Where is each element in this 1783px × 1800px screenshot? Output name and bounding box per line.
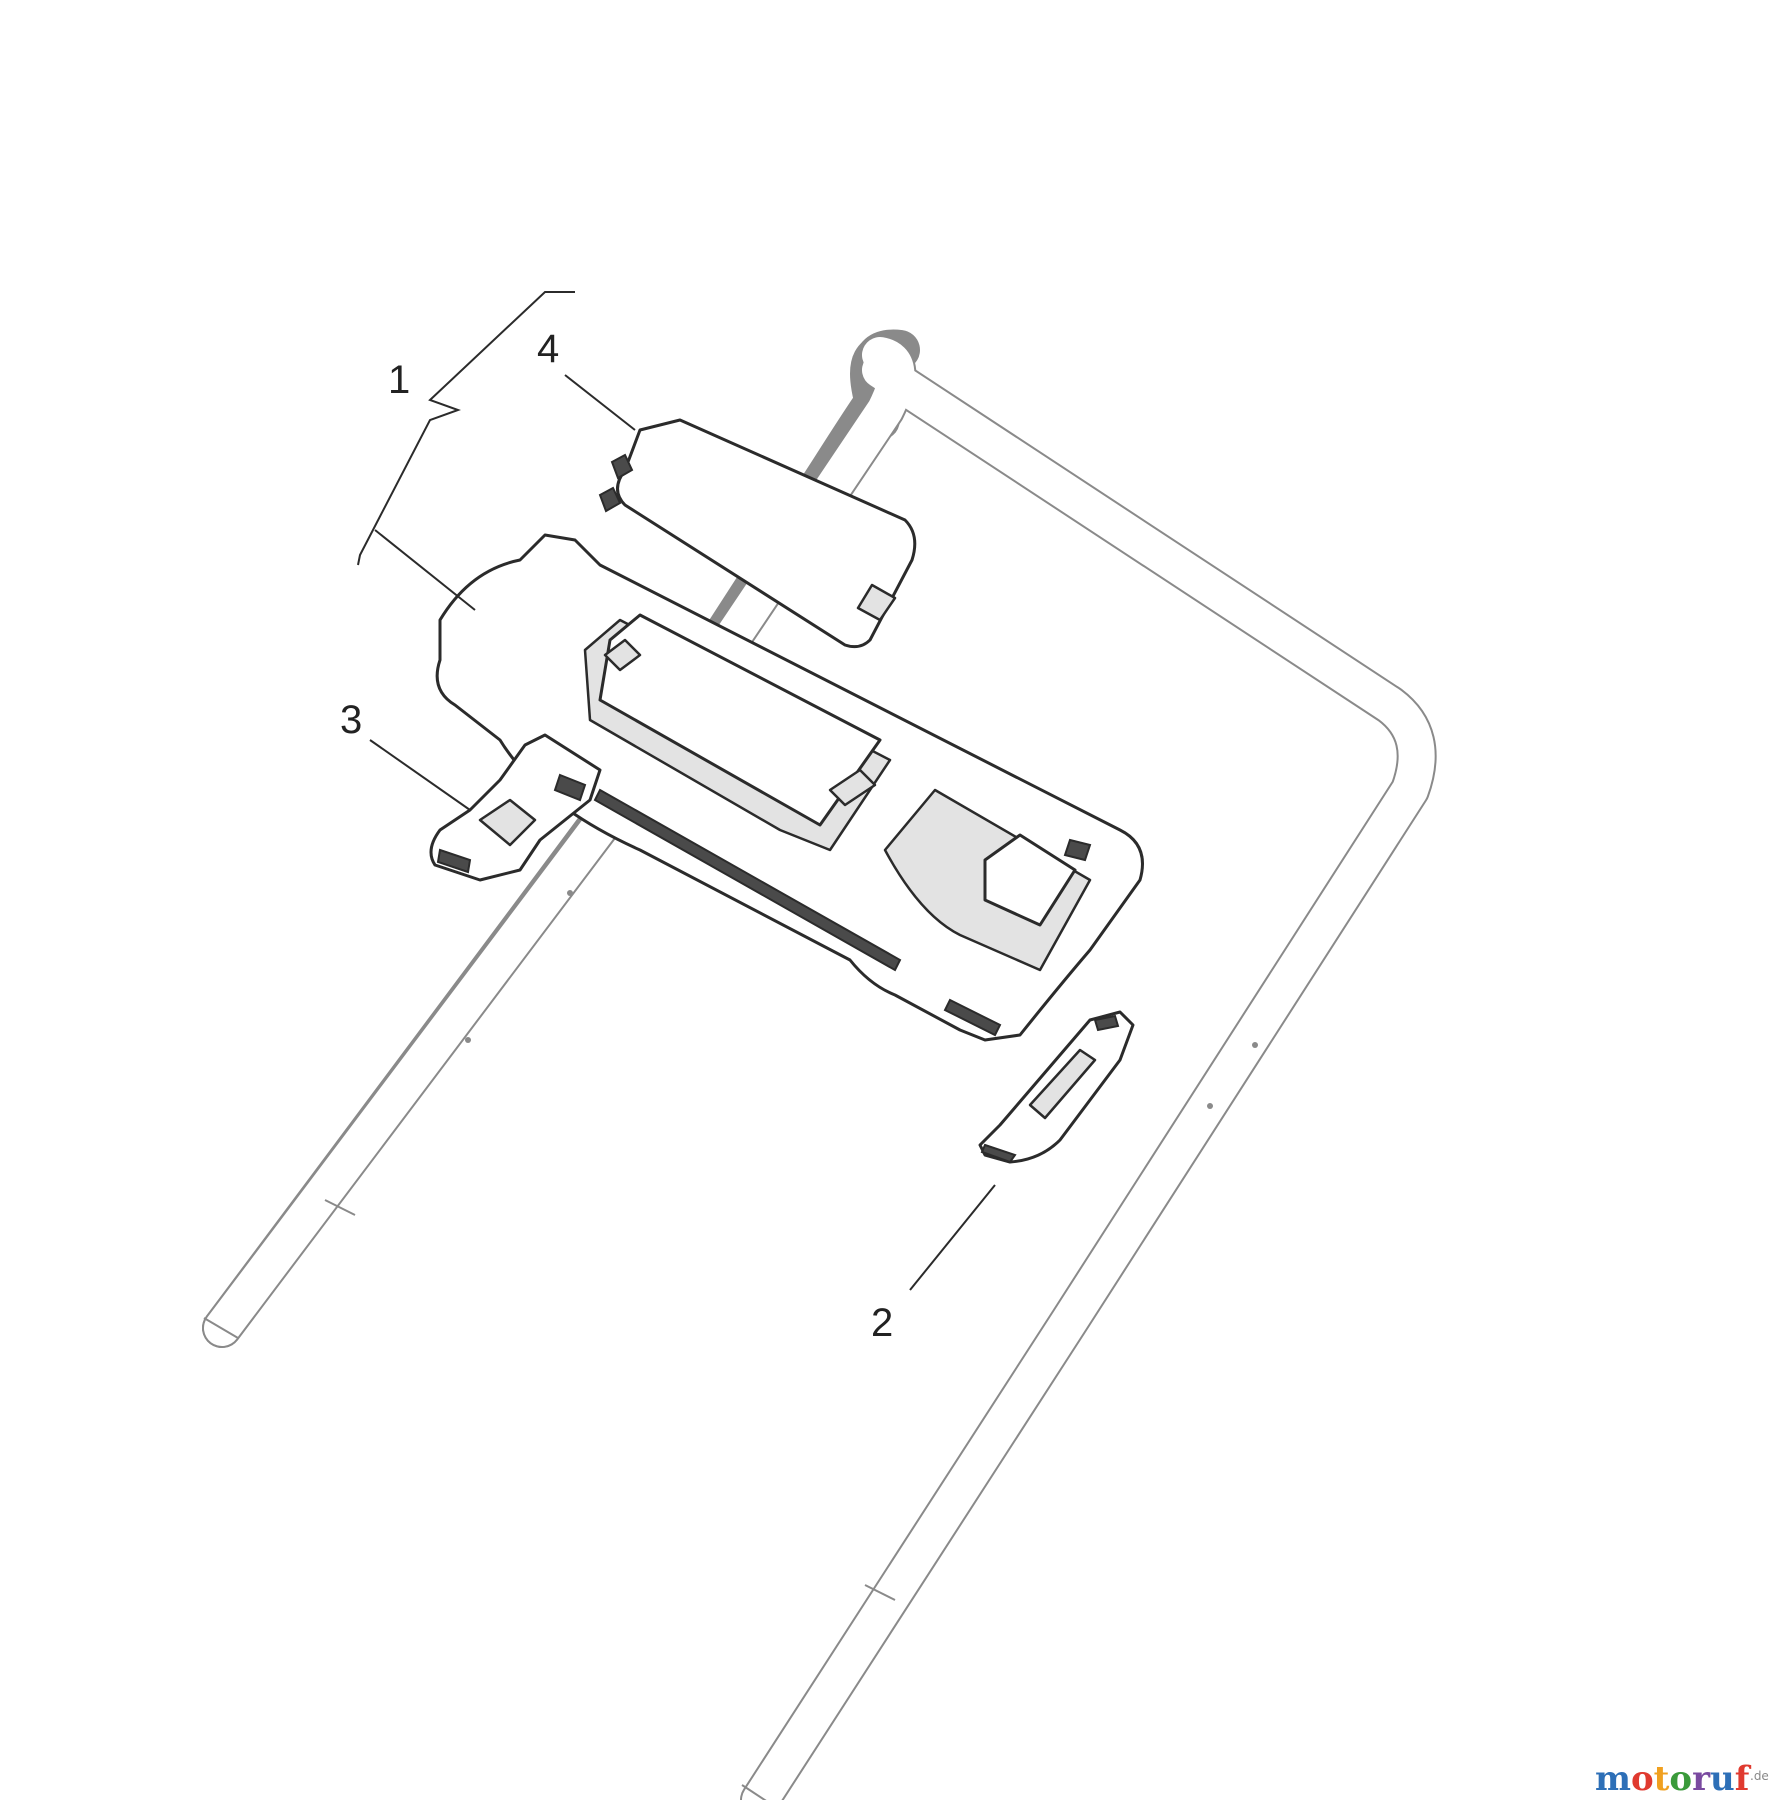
watermark-letter: t [1654,1759,1670,1799]
leader-lines [369,374,996,1291]
leader-2 [909,1184,996,1291]
leader-3 [369,739,471,811]
bracket-item-1 [357,291,575,566]
handlebar-frame [202,329,1437,1800]
watermark-letter: f [1735,1759,1752,1799]
watermark-letter: r [1692,1759,1711,1799]
part-2-latch [978,1010,1135,1164]
callout-3: 3 [340,698,362,742]
leader-1 [374,529,476,611]
watermark-letter: o [1669,1759,1692,1799]
part-1-control-housing [435,533,1144,1042]
watermark: motoruf .de [1595,1759,1769,1799]
watermark-suffix: .de [1750,1769,1769,1783]
callout-1: 1 [388,358,410,402]
part-4-cover [598,418,917,649]
watermark-letter: m [1595,1759,1631,1799]
svg-text:motoruf: motoruf [1595,1759,1752,1799]
leader-4 [564,374,636,431]
callout-4: 4 [537,327,559,371]
watermark-letter: u [1710,1759,1735,1799]
callout-2: 2 [871,1301,893,1345]
part-3-clip [429,733,602,882]
watermark-letter: o [1631,1759,1654,1799]
